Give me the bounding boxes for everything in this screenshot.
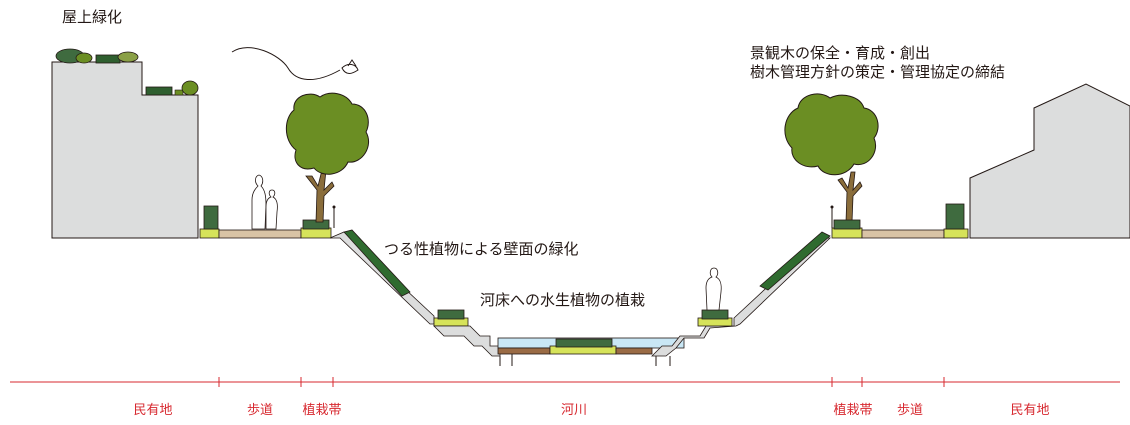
vine-wall-greening-label: つる性植物による壁面の緑化 xyxy=(384,240,579,258)
zone-label-planting-strip-right: 植栽帯 xyxy=(833,403,873,418)
left-ground xyxy=(199,205,336,239)
right-building xyxy=(969,83,1130,239)
landscape-trees-label-line2: 樹木管理方針の策定・管理協定の締結 xyxy=(750,63,1006,81)
left-river-bank xyxy=(329,229,501,357)
left-building xyxy=(51,61,199,239)
zone-label-sidewalk-right: 歩道 xyxy=(896,403,924,418)
bird-icon xyxy=(231,47,359,80)
zone-axis xyxy=(10,377,1120,387)
right-tree xyxy=(784,93,879,223)
zone-label-planting-strip-left: 植栽帯 xyxy=(302,403,342,418)
zone-label-private-land-left: 民有地 xyxy=(133,403,173,418)
right-ground xyxy=(830,203,969,239)
river-channel xyxy=(497,337,685,366)
rooftop-greening-label: 屋上緑化 xyxy=(62,8,123,26)
zone-label-private-land-right: 民有地 xyxy=(1010,403,1050,418)
riverbed-planting-label: 河床への水生植物の植栽 xyxy=(480,291,646,309)
person-icon xyxy=(705,267,722,311)
left-tree xyxy=(285,92,370,223)
pedestrians-icon xyxy=(251,174,278,230)
right-river-bank xyxy=(651,231,831,357)
zone-label-river: 河川 xyxy=(560,403,588,418)
landscape-trees-label-line1: 景観木の保全・育成・創出 xyxy=(750,44,931,62)
zone-label-sidewalk-left: 歩道 xyxy=(246,403,274,418)
rooftop-greenery xyxy=(55,48,199,96)
